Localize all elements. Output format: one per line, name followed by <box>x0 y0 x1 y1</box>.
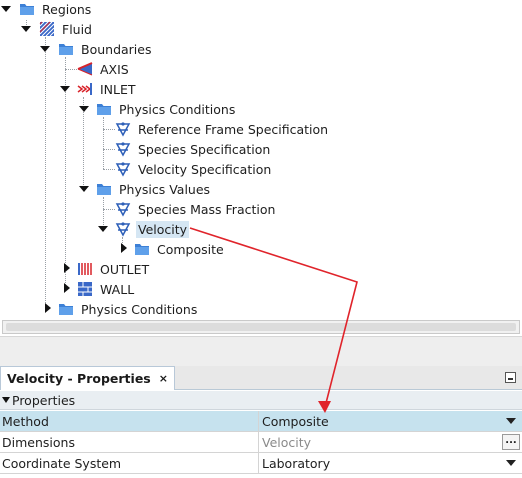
expand-toggle[interactable] <box>21 24 31 34</box>
wall-boundary-icon <box>77 281 93 297</box>
properties-tab-title: Velocity - Properties <box>7 371 151 386</box>
tree-item-reference-frame[interactable]: Reference Frame Specification <box>115 119 330 139</box>
tree-item-inlet-physics-conditions[interactable]: Physics Conditions <box>96 99 237 119</box>
folder-icon <box>96 181 112 197</box>
folder-icon <box>58 41 74 57</box>
tree-item-fluid-physics-conditions[interactable]: Physics Conditions <box>58 299 199 318</box>
tree-item-species-mass-fraction[interactable]: Species Mass Fraction <box>115 199 277 219</box>
expand-toggle[interactable] <box>1 4 11 14</box>
properties-tab-strip: Velocity - Properties × <box>0 366 522 390</box>
property-row-dimensions[interactable]: Dimensions Velocity ... <box>0 432 522 453</box>
outlet-boundary-icon <box>77 261 93 277</box>
properties-section-header[interactable]: Properties <box>0 391 522 410</box>
properties-tab[interactable]: Velocity - Properties × <box>0 366 175 390</box>
property-key: Dimensions <box>0 432 259 452</box>
physics-node-icon <box>115 141 131 157</box>
tree-item-physics-values[interactable]: Physics Values <box>96 179 212 199</box>
expand-toggle[interactable] <box>79 184 89 194</box>
expand-toggle[interactable] <box>119 243 129 253</box>
physics-node-icon <box>115 221 131 237</box>
tree-item-label: INLET <box>100 81 136 97</box>
tree-item-boundaries[interactable]: Boundaries <box>58 39 153 59</box>
close-icon[interactable]: × <box>158 372 168 385</box>
tree-item-label: Species Mass Fraction <box>138 201 276 217</box>
property-row-method[interactable]: Method Composite <box>0 411 522 432</box>
collapse-icon[interactable] <box>2 397 10 403</box>
tree-item-label: Reference Frame Specification <box>138 121 329 137</box>
physics-node-icon <box>115 201 131 217</box>
property-key: Method <box>0 411 259 431</box>
tree-item-label: Composite <box>157 241 224 257</box>
expand-toggle[interactable] <box>43 303 53 313</box>
tree-item-label: OUTLET <box>100 261 150 277</box>
axis-boundary-icon <box>77 61 93 77</box>
expand-toggle[interactable] <box>79 104 89 114</box>
tree-item-outlet[interactable]: OUTLET <box>77 259 151 279</box>
tree-item-label: Physics Conditions <box>119 101 236 117</box>
simulation-tree: Regions Fluid Boundaries AXIS INLET Phys… <box>1 0 330 318</box>
region-icon <box>39 21 55 37</box>
tree-item-label: Velocity <box>136 220 190 238</box>
expand-toggle[interactable] <box>98 224 108 234</box>
folder-icon <box>58 301 74 317</box>
physics-node-icon <box>115 121 131 137</box>
property-value-coordinate-system[interactable]: Laboratory <box>259 453 522 473</box>
expand-toggle[interactable] <box>60 84 70 94</box>
tree-item-label: Regions <box>42 1 92 17</box>
folder-icon <box>96 101 112 117</box>
property-value-method[interactable]: Composite <box>259 411 522 431</box>
expand-toggle[interactable] <box>40 44 50 54</box>
folder-icon <box>19 1 35 17</box>
tree-item-label: Velocity Specification <box>138 161 272 177</box>
property-value: Composite <box>262 413 329 429</box>
property-value: Laboratory <box>262 455 331 471</box>
horizontal-scrollbar[interactable] <box>2 320 520 334</box>
properties-section-label: Properties <box>12 392 76 408</box>
tree-item-label: AXIS <box>100 61 129 77</box>
tree-item-species-specification[interactable]: Species Specification <box>115 139 272 159</box>
tree-item-velocity-specification[interactable]: Velocity Specification <box>115 159 273 179</box>
property-value: Velocity <box>262 434 312 450</box>
panel-separator <box>0 336 522 366</box>
tree-item-inlet[interactable]: INLET <box>77 79 138 99</box>
tree-item-fluid[interactable]: Fluid <box>39 19 94 39</box>
property-value-dimensions[interactable]: Velocity ... <box>259 432 522 452</box>
tree-item-composite[interactable]: Composite <box>134 239 226 259</box>
inlet-boundary-icon <box>77 81 93 97</box>
tree-item-label: Physics Conditions <box>81 301 198 317</box>
tree-item-label: Boundaries <box>81 41 152 57</box>
tree-item-label: Fluid <box>62 21 92 37</box>
expand-toggle[interactable] <box>62 263 72 273</box>
expand-toggle[interactable] <box>62 283 72 293</box>
tree-item-velocity[interactable]: Velocity <box>115 219 190 239</box>
folder-icon <box>134 241 150 257</box>
property-key: Coordinate System <box>0 453 259 473</box>
minimize-icon[interactable] <box>505 372 516 383</box>
dropdown-arrow-icon[interactable] <box>506 460 516 466</box>
ellipsis-button[interactable]: ... <box>502 434 520 450</box>
tree-item-label: WALL <box>100 281 135 297</box>
tree-item-regions[interactable]: Regions <box>19 0 93 19</box>
physics-node-icon <box>115 161 131 177</box>
dropdown-arrow-icon[interactable] <box>506 418 516 424</box>
property-row-coordinate-system[interactable]: Coordinate System Laboratory <box>0 453 522 474</box>
tree-item-axis[interactable]: AXIS <box>77 59 131 79</box>
tree-item-label: Species Specification <box>138 141 271 157</box>
tree-item-label: Physics Values <box>119 181 211 197</box>
scrollbar-thumb[interactable] <box>6 323 516 331</box>
tree-item-wall[interactable]: WALL <box>77 279 136 299</box>
